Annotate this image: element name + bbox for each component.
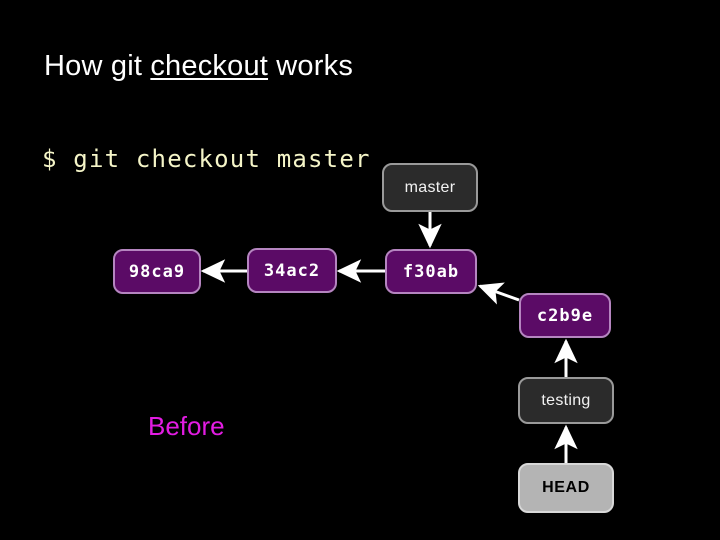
page-title-emphasis: checkout [150, 50, 269, 82]
commit-node-34ac2[interactable]: 34ac2 [247, 248, 337, 293]
branch-node-testing[interactable]: testing [518, 377, 614, 424]
page-title-suffix: works [268, 50, 354, 82]
page-title: How git checkout works [44, 47, 353, 85]
state-caption-before: Before [148, 411, 225, 441]
commit-node-f30ab[interactable]: f30ab [385, 249, 477, 294]
head-pointer-node[interactable]: HEAD [518, 463, 614, 513]
commit-node-c2b9e[interactable]: c2b9e [519, 293, 611, 338]
branch-node-master[interactable]: master [382, 163, 478, 212]
commit-node-98ca9[interactable]: 98ca9 [113, 249, 201, 294]
page-title-prefix: How git [44, 50, 151, 82]
shell-command-text: $ git checkout master [42, 145, 371, 173]
